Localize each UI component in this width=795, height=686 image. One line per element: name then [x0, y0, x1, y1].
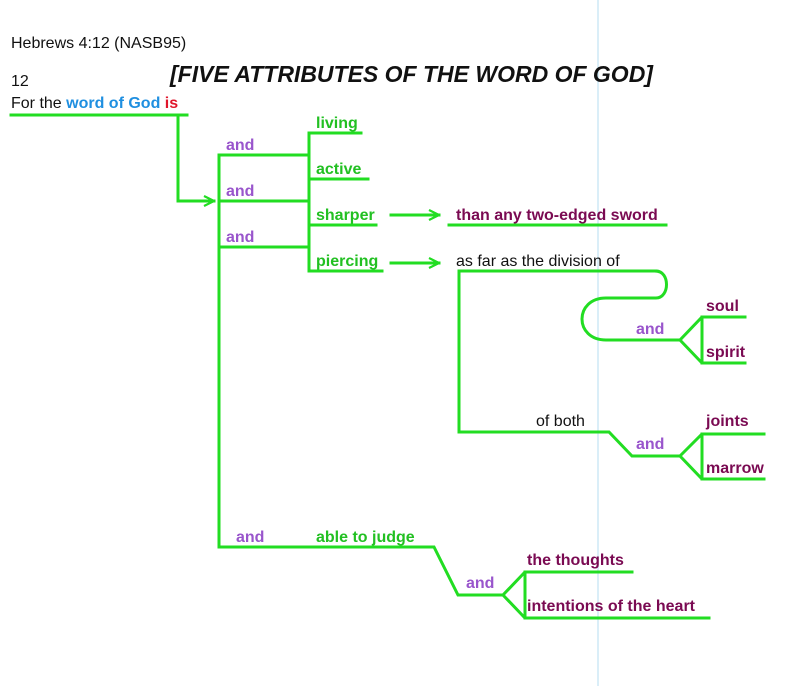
of-both-label: of both [536, 413, 585, 430]
sharper-modifier: than any two-edged sword [456, 207, 658, 224]
subject-verb: is [165, 95, 178, 112]
judge-fork [500, 570, 711, 620]
object-spirit: spirit [706, 344, 746, 361]
division-baseline [457, 269, 658, 434]
of-both-line [457, 430, 682, 458]
object-joints: joints [705, 413, 749, 430]
object-soul: soul [706, 298, 739, 315]
diagram-title: [FIVE ATTRIBUTES OF THE WORD OF GOD] [169, 61, 654, 87]
verse-reference: Hebrews 4:12 (NASB95) [11, 35, 186, 52]
piercing-modifier: as far as the division of [456, 253, 620, 270]
conjunction-and: and [466, 575, 494, 592]
judge-line [217, 545, 505, 597]
division-curve [580, 269, 682, 342]
conjunction-and: and [636, 321, 664, 338]
subject-prefix: For the [11, 95, 62, 112]
conjunction-and: and [226, 229, 254, 246]
both-fork [677, 432, 766, 481]
conjunction-and: and [226, 183, 254, 200]
object-the-thoughts: the thoughts [527, 552, 624, 569]
division-fork [677, 315, 747, 365]
verse-number: 12 [11, 73, 29, 90]
subject-phrase: For the word of God is [11, 95, 178, 112]
object-intentions-of-the-heart: intentions of the heart [527, 598, 696, 615]
conjunction-and: and [636, 436, 664, 453]
attribute-living: living [316, 115, 358, 132]
attribute-active: active [316, 161, 361, 178]
attribute-able-to-judge: able to judge [316, 529, 415, 546]
subject-connector [176, 113, 216, 201]
attribute-piercing: piercing [316, 253, 378, 270]
object-marrow: marrow [706, 460, 764, 477]
subject-word-of-god: word of God [65, 95, 160, 112]
conjunction-and: and [236, 529, 264, 546]
attribute-sharper: sharper [316, 207, 375, 224]
conjunction-and: and [226, 137, 254, 154]
